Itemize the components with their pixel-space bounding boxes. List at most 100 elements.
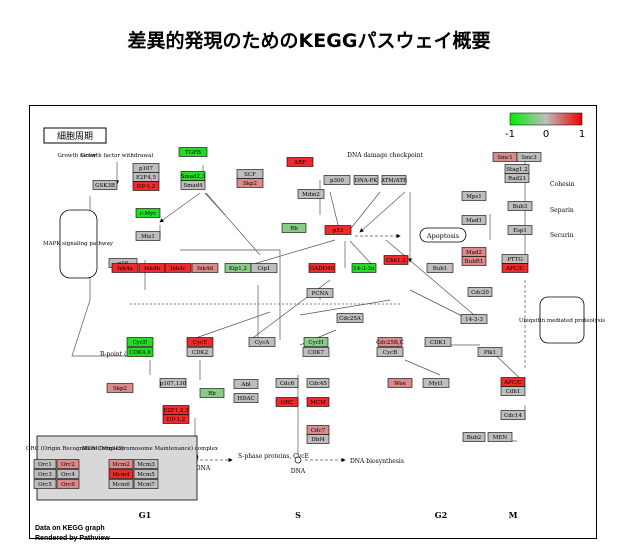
gene-box[interactable] — [477, 347, 503, 357]
gene-box[interactable] — [248, 337, 276, 347]
gene-box[interactable] — [516, 152, 542, 162]
gene-box[interactable] — [108, 469, 134, 479]
gene-box[interactable] — [424, 337, 452, 347]
gene-box[interactable] — [467, 287, 493, 297]
gene-node-ink4a[interactable]: Ink4a — [111, 263, 139, 273]
gene-node-pttg[interactable]: PTTG — [501, 254, 529, 264]
gene-box[interactable] — [186, 347, 214, 357]
gene-node-e2f4-5[interactable]: E2F4,5 — [132, 172, 160, 182]
gene-box[interactable] — [351, 263, 377, 273]
gene-box[interactable] — [133, 459, 159, 469]
gene-box[interactable] — [199, 388, 225, 398]
gene-box[interactable] — [507, 225, 533, 235]
apoptosis-box[interactable] — [419, 227, 467, 243]
gene-node-orc2[interactable]: Orc2 — [56, 459, 80, 469]
gene-node-cdk1[interactable]: CDK1 — [424, 337, 452, 347]
gene-node-cdc45[interactable]: Cdc45 — [306, 378, 330, 388]
gene-node-mcm5[interactable]: Mcm5 — [133, 469, 159, 479]
gene-box[interactable] — [186, 337, 214, 347]
gene-box[interactable] — [159, 378, 187, 388]
gene-node-stag1-2[interactable]: Stag1,2 — [504, 164, 530, 174]
gene-box[interactable] — [108, 459, 134, 469]
gene-box[interactable] — [353, 175, 379, 185]
gene-box[interactable] — [286, 157, 314, 167]
gene-box[interactable] — [381, 175, 407, 185]
gene-box[interactable] — [178, 147, 208, 157]
gene-box[interactable] — [500, 386, 526, 396]
gene-node-mcm2[interactable]: Mcm2 — [108, 459, 134, 469]
gene-box[interactable] — [308, 263, 336, 273]
gene-node-mcm7[interactable]: Mcm7 — [133, 479, 159, 489]
gene-node-smc1[interactable]: Smc1 — [492, 152, 518, 162]
gene-box[interactable] — [376, 347, 404, 357]
gene-node-bub3[interactable]: Bub3 — [507, 201, 533, 211]
gene-node-ink4d[interactable]: Ink4d — [191, 263, 219, 273]
gene-node-abl[interactable]: Abl — [233, 379, 259, 389]
gene-box[interactable] — [135, 231, 161, 241]
gene-box[interactable] — [500, 410, 526, 420]
gene-node-orc1[interactable]: Orc1 — [33, 459, 57, 469]
gene-node-p107-130[interactable]: p107,130 — [159, 378, 187, 388]
gene-node-scf[interactable]: SCF — [236, 169, 264, 179]
gene-box[interactable] — [33, 469, 57, 479]
gene-node-14-3-3[interactable]: 14-3-3 — [460, 314, 488, 324]
gene-node-wee[interactable]: Wee — [387, 378, 413, 388]
gene-node-chk1-2[interactable]: Chk1,2 — [383, 255, 409, 265]
gene-box[interactable] — [302, 347, 330, 357]
gene-box[interactable] — [297, 189, 325, 199]
gene-node-men[interactable]: MEN — [487, 432, 513, 442]
gene-box[interactable] — [180, 180, 206, 190]
gene-box[interactable] — [306, 434, 330, 444]
gene-node-ink4c[interactable]: Ink4c — [164, 263, 192, 273]
gene-node-cycb[interactable]: CycB — [376, 347, 404, 357]
gene-node-cip1[interactable]: Cip1 — [250, 263, 278, 273]
gene-node-smad4[interactable]: Smad4 — [180, 180, 206, 190]
gene-box[interactable] — [306, 378, 330, 388]
gene-box[interactable] — [250, 263, 278, 273]
gene-box[interactable] — [336, 313, 364, 323]
gene-node-cycd[interactable]: CycD — [126, 337, 154, 347]
gene-node-apc-c[interactable]: APC/C — [501, 263, 529, 273]
gene-box[interactable] — [108, 479, 134, 489]
gene-box[interactable] — [135, 208, 161, 218]
gene-box[interactable] — [462, 432, 486, 442]
gene-node-cdk2[interactable]: CDK2 — [186, 347, 214, 357]
gene-node-p300[interactable]: p300 — [323, 175, 351, 185]
gene-node-cdc25a[interactable]: Cdc25A — [336, 313, 364, 323]
gene-node-smc3[interactable]: Smc3 — [516, 152, 542, 162]
gene-box[interactable] — [106, 383, 134, 393]
gene-node-orc[interactable]: ORC — [275, 397, 299, 407]
gene-box[interactable] — [236, 178, 264, 188]
gene-node-rb[interactable]: Rb — [281, 223, 307, 233]
gene-node-gadd45[interactable]: GADD45 — [308, 263, 336, 273]
gene-node-mcm4[interactable]: Mcm4 — [108, 469, 134, 479]
gene-box[interactable] — [422, 378, 450, 388]
gene-box[interactable] — [126, 337, 154, 347]
gene-node-arf[interactable]: ARF — [286, 157, 314, 167]
gene-node-cdk4-6[interactable]: CDK4,6 — [126, 347, 154, 357]
gene-node-dp-1-2[interactable]: DP-1,2 — [132, 181, 160, 191]
gene-node-mps1[interactable]: Mps1 — [461, 191, 487, 201]
gene-box[interactable] — [461, 191, 487, 201]
gene-box[interactable] — [191, 263, 219, 273]
gene-node-pcna[interactable]: PCNA — [306, 288, 334, 298]
mapk-pathway-box[interactable] — [59, 209, 98, 279]
gene-node-orc3[interactable]: Orc3 — [33, 469, 57, 479]
gene-node-mad2[interactable]: Mad2 — [461, 247, 487, 257]
gene-box[interactable] — [275, 397, 299, 407]
gene-node-cyce[interactable]: CycE — [186, 337, 214, 347]
gene-box[interactable] — [323, 175, 351, 185]
gene-node-bubr1[interactable]: BubR1 — [461, 256, 487, 266]
gene-node-smad2-3[interactable]: Smad2,3 — [180, 171, 206, 181]
gene-node-orc4[interactable]: Orc4 — [56, 469, 80, 479]
gene-box[interactable] — [306, 288, 334, 298]
gene-box[interactable] — [507, 201, 533, 211]
gene-node-e2f1-2-3[interactable]: E2F1,2,3 — [162, 405, 190, 415]
gene-box[interactable] — [92, 180, 118, 190]
gene-node-miz1[interactable]: Miz1 — [135, 231, 161, 241]
gene-box[interactable] — [56, 469, 80, 479]
gene-box[interactable] — [460, 314, 488, 324]
gene-node-ink4b[interactable]: Ink4b — [138, 263, 166, 273]
gene-node-kip1-2[interactable]: Kip1,2 — [224, 263, 252, 273]
gene-node-rad21[interactable]: Rad21 — [504, 173, 530, 183]
